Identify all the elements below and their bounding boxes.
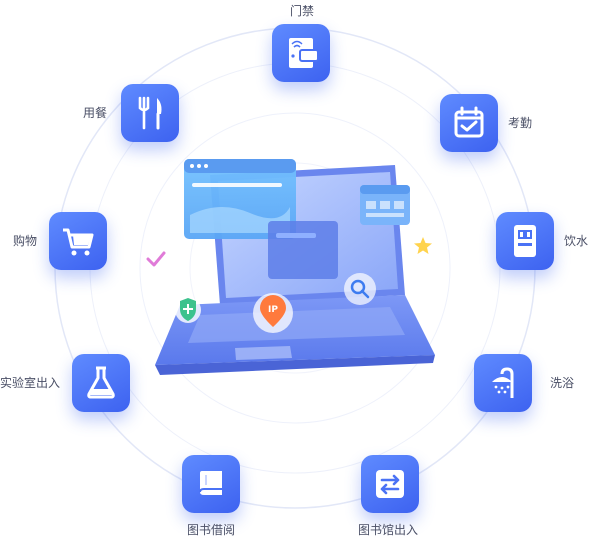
feature-label-water: 饮水 (564, 234, 589, 248)
shopping-cart-icon (49, 212, 107, 270)
calendar-check-icon (440, 94, 498, 152)
check-icon (146, 251, 166, 267)
fork-knife-icon (121, 84, 179, 142)
book-icon (182, 455, 240, 513)
feature-label-library-gate: 图书馆出入 (358, 523, 419, 537)
feature-label-dining: 用餐 (83, 106, 108, 120)
ip-location-pin-icon: IP (253, 293, 293, 333)
feature-label-bath: 洗浴 (550, 376, 575, 390)
feature-label-attendance: 考勤 (508, 116, 533, 130)
star-icon (414, 237, 432, 254)
shower-icon (474, 354, 532, 412)
water-dispenser-icon (496, 212, 554, 270)
feature-label-lab: 实验室出入 (0, 376, 61, 390)
floating-panel (268, 221, 338, 279)
floating-window-small (360, 185, 410, 225)
flask-icon (72, 354, 130, 412)
swap-arrows-icon (361, 455, 419, 513)
door-card-icon (272, 24, 330, 82)
feature-label-access: 门禁 (290, 4, 315, 18)
laptop-base (155, 295, 435, 375)
magnifier-icon (344, 273, 376, 305)
feature-label-borrow: 图书借阅 (187, 523, 236, 537)
laptop-illustration: IP (140, 155, 440, 385)
floating-panel-bar (276, 233, 316, 238)
shield-plus-icon (175, 297, 201, 323)
feature-label-shop: 购物 (13, 234, 38, 248)
floating-window-main (184, 159, 296, 239)
ip-badge-text: IP (268, 305, 278, 315)
